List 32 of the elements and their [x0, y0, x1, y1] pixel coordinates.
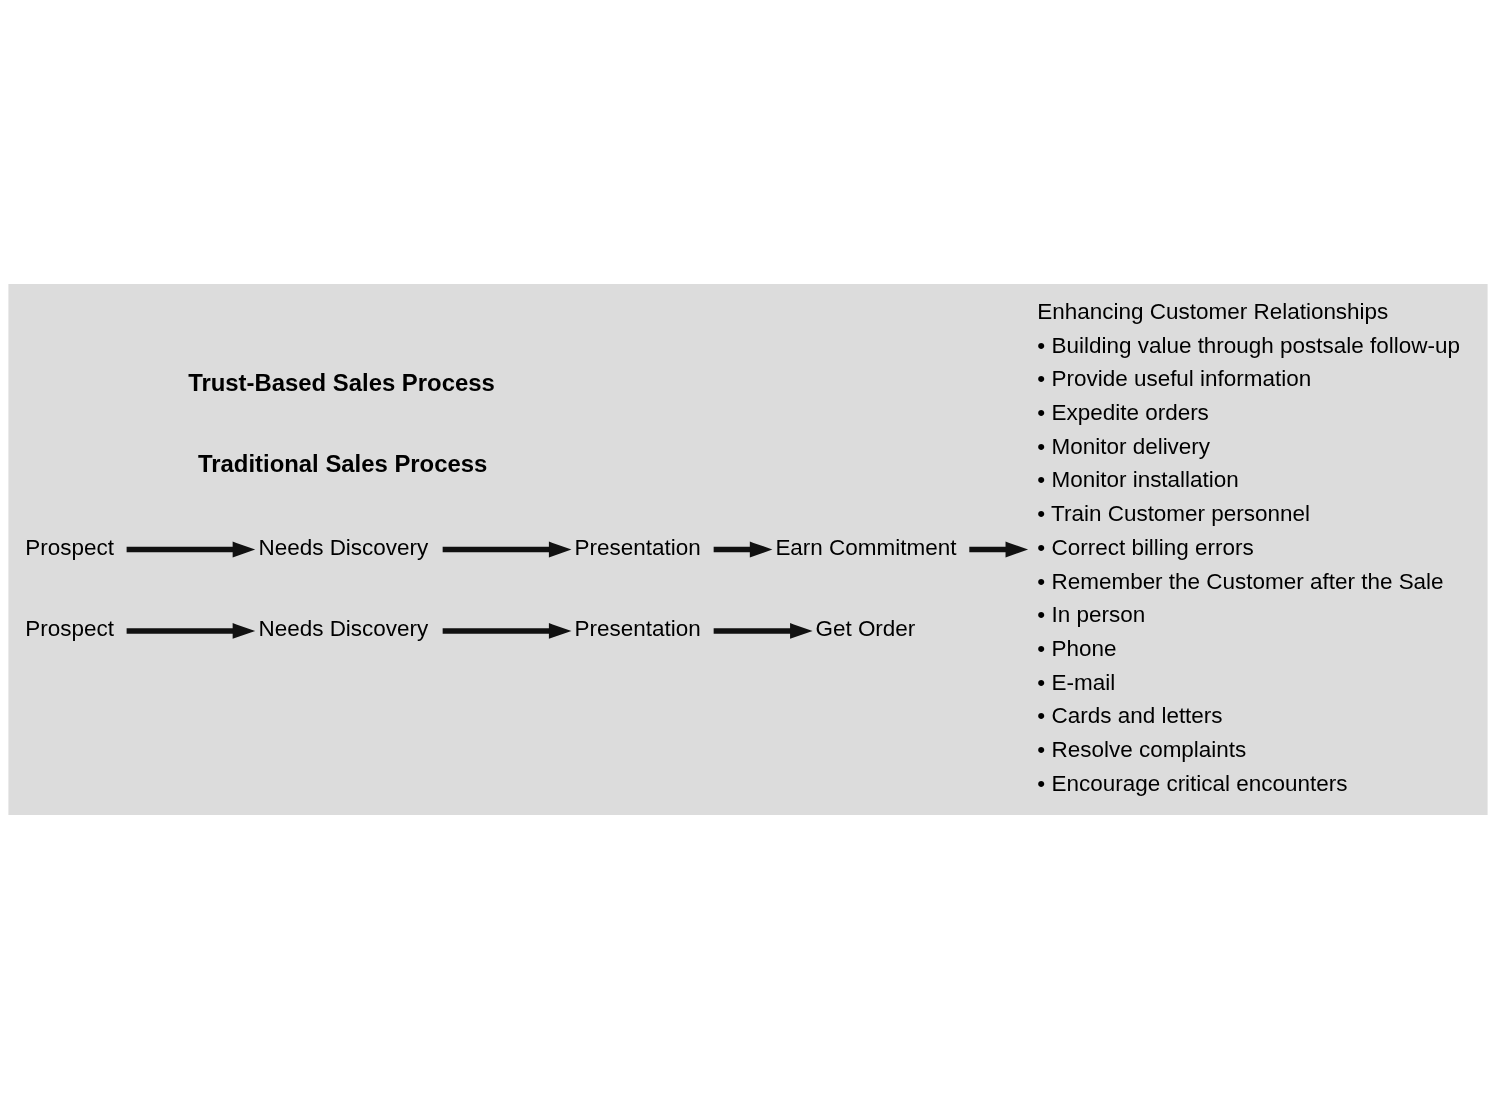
label: Traditional Sales Process	[198, 449, 488, 477]
node-label: • Encourage critical encounters	[1037, 770, 1348, 796]
node-label: • Resolve complaints	[1037, 736, 1247, 762]
node-label: • Cards and letters	[1037, 702, 1223, 728]
node-label: • In person	[1037, 601, 1146, 627]
node-label: • Monitor installation	[1037, 466, 1239, 492]
node-label: • Expedite orders	[1037, 399, 1209, 425]
node-text: Prospect	[25, 615, 114, 641]
node-label: • Correct billing errors	[1037, 534, 1254, 560]
node-text: Presentation	[574, 615, 701, 641]
node-text: Get Order	[815, 615, 916, 641]
arrow	[442, 541, 572, 557]
node-label: • Monitor delivery	[1037, 433, 1211, 459]
arrow	[713, 541, 773, 557]
node-label: • Building value through postsale follow-up	[1037, 332, 1460, 358]
arrow	[442, 622, 572, 639]
node-text: Needs Discovery	[258, 534, 429, 560]
arrow	[126, 622, 256, 639]
arrow	[126, 541, 256, 557]
node-text: Presentation	[574, 534, 701, 560]
arrow	[969, 541, 1029, 557]
node-text: Needs Discovery	[258, 615, 429, 641]
node-label: • Remember the Customer after the Sale	[1037, 568, 1444, 594]
arrow	[713, 622, 813, 639]
node-label: • E-mail	[1037, 669, 1116, 695]
node-label: • Train Customer personnel	[1037, 500, 1311, 526]
node-label: • Provide useful information	[1037, 365, 1312, 391]
node-text: Enhancing Customer Relationships	[1037, 298, 1389, 324]
label: Trust-Based Sales Process	[188, 368, 495, 396]
node-text: Prospect	[25, 534, 114, 560]
node-text: Earn Commitment	[775, 534, 957, 560]
node-label: • Phone	[1037, 635, 1117, 661]
